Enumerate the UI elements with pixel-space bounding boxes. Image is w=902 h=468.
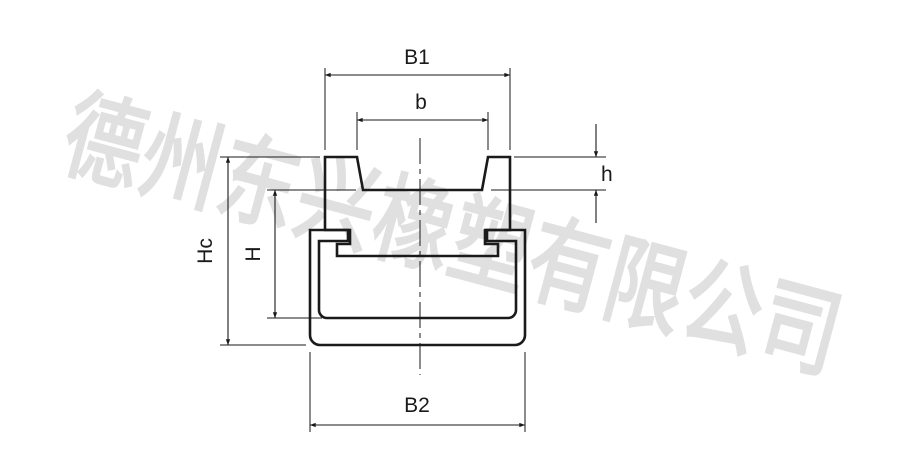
dim-label-h: h xyxy=(601,163,613,186)
dim-label-b: b xyxy=(415,91,427,114)
dim-label-hc: Hc xyxy=(194,238,217,264)
dim-label-h-inner: H xyxy=(242,246,265,261)
dim-label-b1: B1 xyxy=(404,46,430,69)
dim-label-b2: B2 xyxy=(404,394,430,417)
profile-outline xyxy=(323,155,512,258)
rail-outline xyxy=(308,228,527,347)
